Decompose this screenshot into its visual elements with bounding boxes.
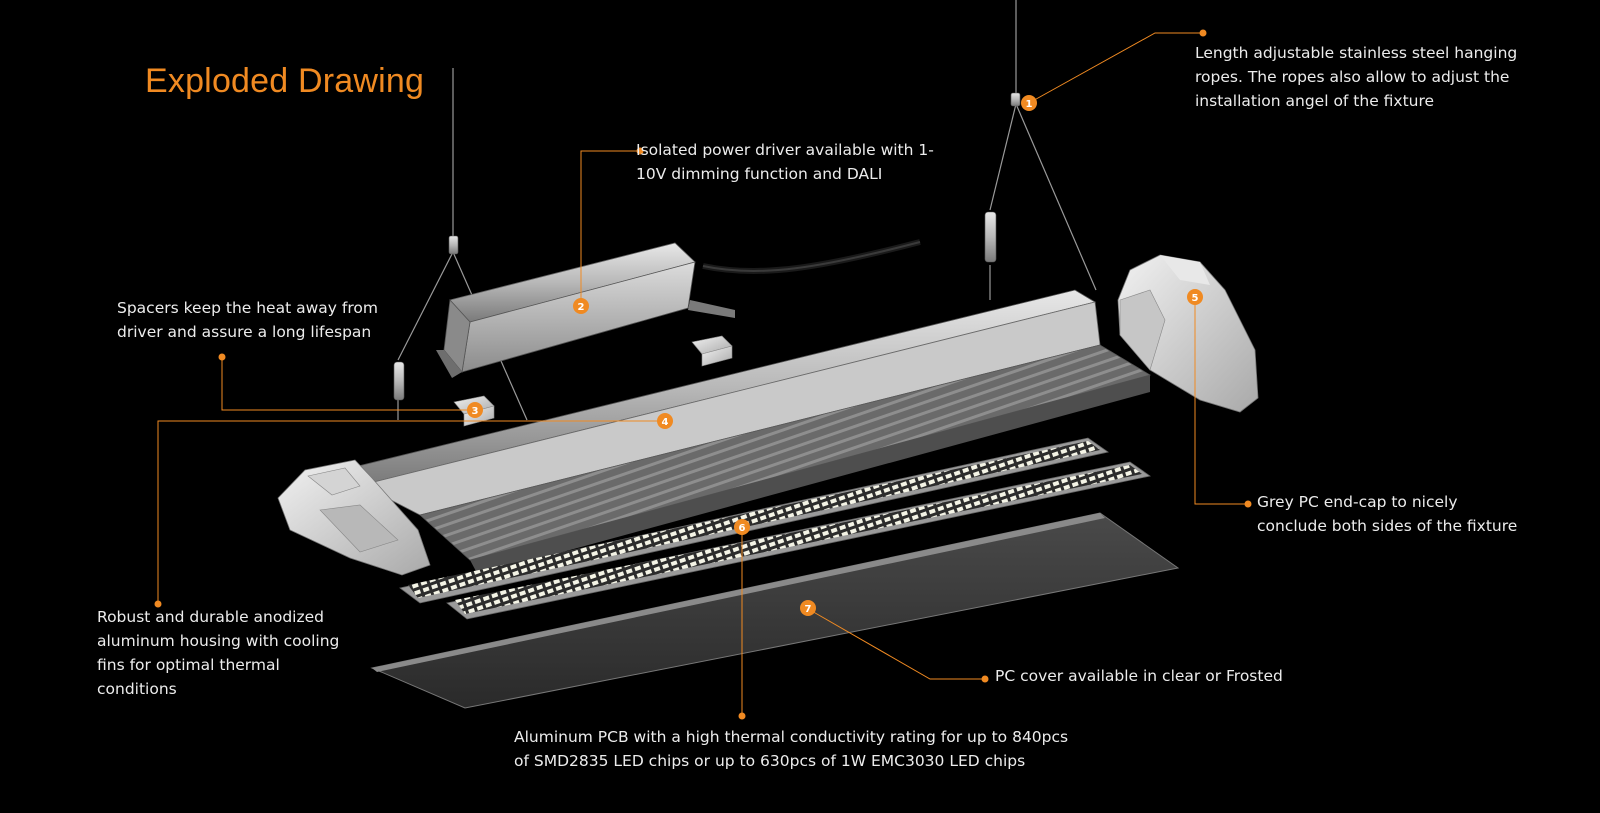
- svg-text:5: 5: [1192, 293, 1199, 304]
- page-title: Exploded Drawing: [145, 62, 425, 100]
- pc-cover: [370, 512, 1180, 709]
- svg-text:7: 7: [805, 604, 812, 615]
- callout-badge-2: 2: [573, 298, 589, 314]
- callout-text-4: Robust and durable anodized aluminum hou…: [97, 608, 340, 698]
- right-end-cap: [1117, 254, 1259, 413]
- callout-badge-3: 3: [467, 402, 483, 418]
- svg-text:2: 2: [578, 302, 585, 313]
- svg-text:3: 3: [472, 406, 479, 417]
- leader-dots: [154, 29, 1252, 720]
- callout-text-3: Spacers keep the heat away from driver a…: [117, 299, 378, 341]
- svg-text:1: 1: [1026, 99, 1033, 110]
- led-boards: [399, 437, 1151, 620]
- callout-text-7: PC cover available in clear or Frosted: [995, 667, 1283, 685]
- callout-text-5: Grey PC end-cap to nicely conclude both …: [1257, 493, 1518, 535]
- callout-text-1: Length adjustable stainless steel hangin…: [1195, 44, 1518, 110]
- svg-text:6: 6: [739, 523, 746, 534]
- left-end-cap: [277, 459, 431, 576]
- callout-text-2: Isolated power driver available with 1-1…: [636, 141, 934, 183]
- power-driver: [436, 239, 921, 378]
- svg-text:4: 4: [662, 417, 669, 428]
- callout-badge-6: 6: [734, 519, 750, 535]
- callout-badge-4: 4: [657, 413, 673, 429]
- callout-text-6: Aluminum PCB with a high thermal conduct…: [514, 728, 1069, 770]
- callout-badge-5: 5: [1187, 289, 1203, 305]
- callout-badge-1: 1: [1021, 95, 1037, 111]
- rope-clamps: [393, 92, 1021, 401]
- aluminum-housing: [341, 289, 1152, 575]
- callout-badge-7: 7: [800, 600, 816, 616]
- leader-lines: [157, 32, 1248, 716]
